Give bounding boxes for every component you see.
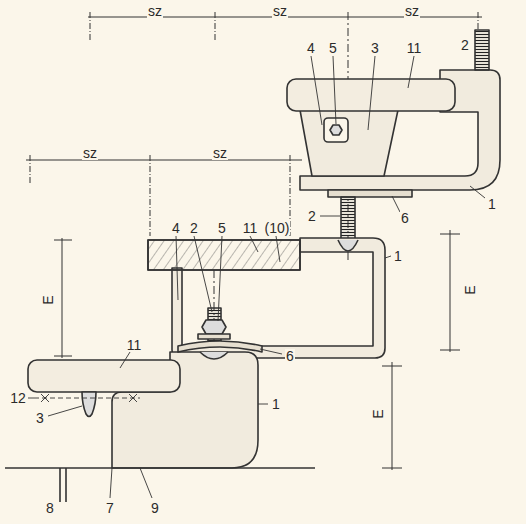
callout-number: 11 bbox=[406, 41, 423, 55]
callout-number: 6 bbox=[400, 211, 410, 225]
dimension-label: sz bbox=[147, 4, 163, 18]
callout-number: 2 bbox=[307, 209, 317, 223]
dimension-label: E bbox=[41, 294, 55, 305]
callout-number: 2 bbox=[189, 221, 199, 235]
callout-number: 8 bbox=[45, 501, 55, 515]
dimension-label: sz bbox=[82, 146, 98, 160]
callout-number: 7 bbox=[105, 501, 115, 515]
dimension-label: sz bbox=[272, 4, 288, 18]
dimension-label: sz bbox=[212, 146, 228, 160]
callout-number: 3 bbox=[370, 41, 380, 55]
callout-number: 6 bbox=[285, 349, 295, 363]
callout-number: 12 bbox=[9, 391, 27, 405]
dimension-label: E bbox=[463, 284, 477, 295]
callout-number: 4 bbox=[306, 41, 316, 55]
callout-number: 5 bbox=[328, 41, 338, 55]
callout-number: 4 bbox=[171, 221, 181, 235]
dimension-label: E bbox=[371, 408, 385, 419]
callout-number: (10) bbox=[264, 221, 291, 235]
callout-number: 11 bbox=[242, 221, 259, 235]
callout-number: 3 bbox=[35, 411, 45, 425]
callout-number: 1 bbox=[487, 197, 497, 211]
callout-number: 11 bbox=[126, 338, 143, 352]
callout-number: 5 bbox=[217, 221, 227, 235]
callout-number: 1 bbox=[271, 397, 281, 411]
dimension-label: sz bbox=[404, 4, 420, 18]
callout-number: 2 bbox=[460, 38, 470, 52]
callout-number: 9 bbox=[150, 501, 160, 515]
callout-number: 1 bbox=[393, 249, 403, 263]
